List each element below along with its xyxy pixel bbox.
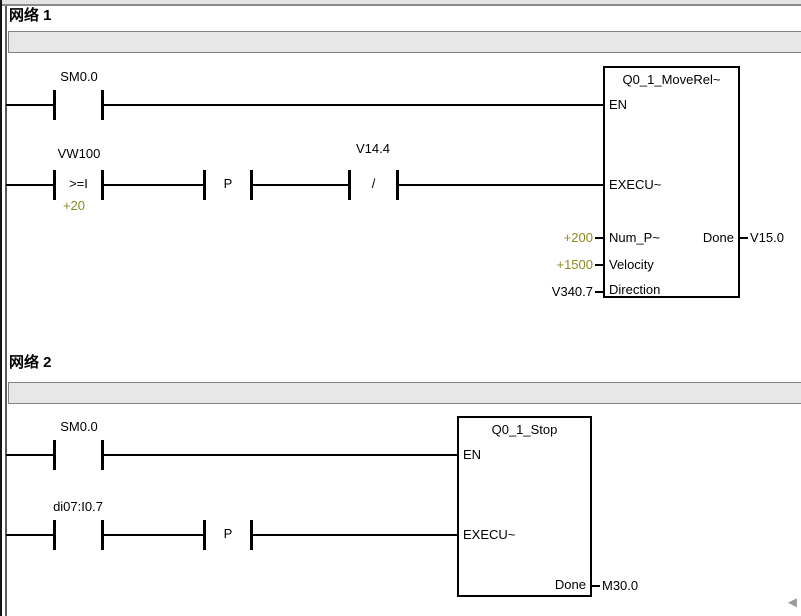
wire [6, 184, 53, 186]
contact-operand[interactable]: SM0.0 [60, 419, 98, 434]
contact-sm0_0[interactable] [53, 90, 104, 120]
contact-bar [53, 170, 56, 200]
pin-tick [595, 291, 603, 293]
wire [6, 534, 53, 536]
network-1-comment-bar[interactable] [8, 31, 801, 53]
contact-symbol: >=I [69, 176, 88, 191]
scroll-left-arrow-icon[interactable]: ◄ [785, 594, 800, 611]
contact-bar [250, 170, 253, 200]
pin-tick [595, 237, 603, 239]
contact-symbol: P [223, 526, 233, 541]
top-divider [0, 0, 801, 6]
param-value-direction[interactable]: V340.7 [551, 284, 593, 299]
param-value-velocity[interactable]: +1500 [556, 257, 593, 272]
block-pin-numpulses: Num_P~ [609, 230, 660, 245]
param-value-numpulses[interactable]: +200 [563, 230, 593, 245]
wire [104, 184, 203, 186]
block-pin-en: EN [463, 447, 482, 462]
block-pin-en: EN [609, 97, 628, 112]
contact-bar [101, 520, 104, 550]
contact-symbol: / [371, 176, 376, 191]
contact-bar [348, 170, 351, 200]
function-block-stop[interactable]: Q0_1_Stop EN EXECU~ Done [457, 416, 592, 597]
pin-tick [595, 264, 603, 266]
contact-di07-i0_7[interactable] [53, 520, 104, 550]
contact-symbol: P [223, 176, 233, 191]
network-2-comment-bar[interactable] [8, 382, 801, 404]
block-title: Q0_1_Stop [491, 422, 558, 437]
contact-compare-vw100[interactable]: >=I [53, 170, 104, 200]
wire [104, 454, 457, 456]
wire [253, 184, 348, 186]
contact-positive-edge[interactable]: P [203, 520, 253, 550]
network-2-title: 网络 2 [9, 354, 52, 371]
wire [104, 534, 203, 536]
contact-bar [101, 170, 104, 200]
pin-tick [740, 237, 748, 239]
contact-bar [53, 440, 56, 470]
compare-constant[interactable]: +20 [62, 198, 86, 213]
network-1-title: 网络 1 [9, 7, 52, 24]
output-value-done[interactable]: V15.0 [750, 230, 784, 245]
pin-tick [592, 585, 600, 587]
contact-operand[interactable]: di07:I0.7 [53, 499, 103, 514]
block-pin-done: Done [702, 230, 734, 245]
contact-bar [250, 520, 253, 550]
power-rail [5, 6, 7, 616]
wire [6, 454, 53, 456]
window-left-border [0, 0, 2, 616]
wire [253, 534, 457, 536]
block-pin-done: Done [554, 577, 586, 592]
block-pin-execute: EXECU~ [609, 177, 662, 192]
output-value-done[interactable]: M30.0 [602, 578, 639, 593]
block-pin-velocity: Velocity [609, 257, 654, 272]
contact-bar [53, 90, 56, 120]
contact-bar [396, 170, 399, 200]
contact-positive-edge[interactable]: P [203, 170, 253, 200]
wire [399, 184, 603, 186]
block-pin-direction: Direction [609, 282, 661, 297]
function-block-moverel[interactable]: Q0_1_MoveRel~ EN EXECU~ Num_P~ Velocity … [603, 66, 740, 298]
block-pin-execute: EXECU~ [463, 527, 516, 542]
block-title: Q0_1_MoveRel~ [622, 72, 721, 87]
contact-operand[interactable]: SM0.0 [60, 69, 98, 84]
contact-bar [53, 520, 56, 550]
contact-nc-v14_4[interactable]: / [348, 170, 399, 200]
contact-operand[interactable]: VW100 [57, 146, 101, 161]
wire [104, 104, 603, 106]
contact-bar [203, 520, 206, 550]
contact-sm0_0[interactable] [53, 440, 104, 470]
contact-bar [101, 440, 104, 470]
contact-bar [203, 170, 206, 200]
contact-bar [101, 90, 104, 120]
wire [6, 104, 53, 106]
contact-operand[interactable]: V14.4 [356, 141, 390, 156]
